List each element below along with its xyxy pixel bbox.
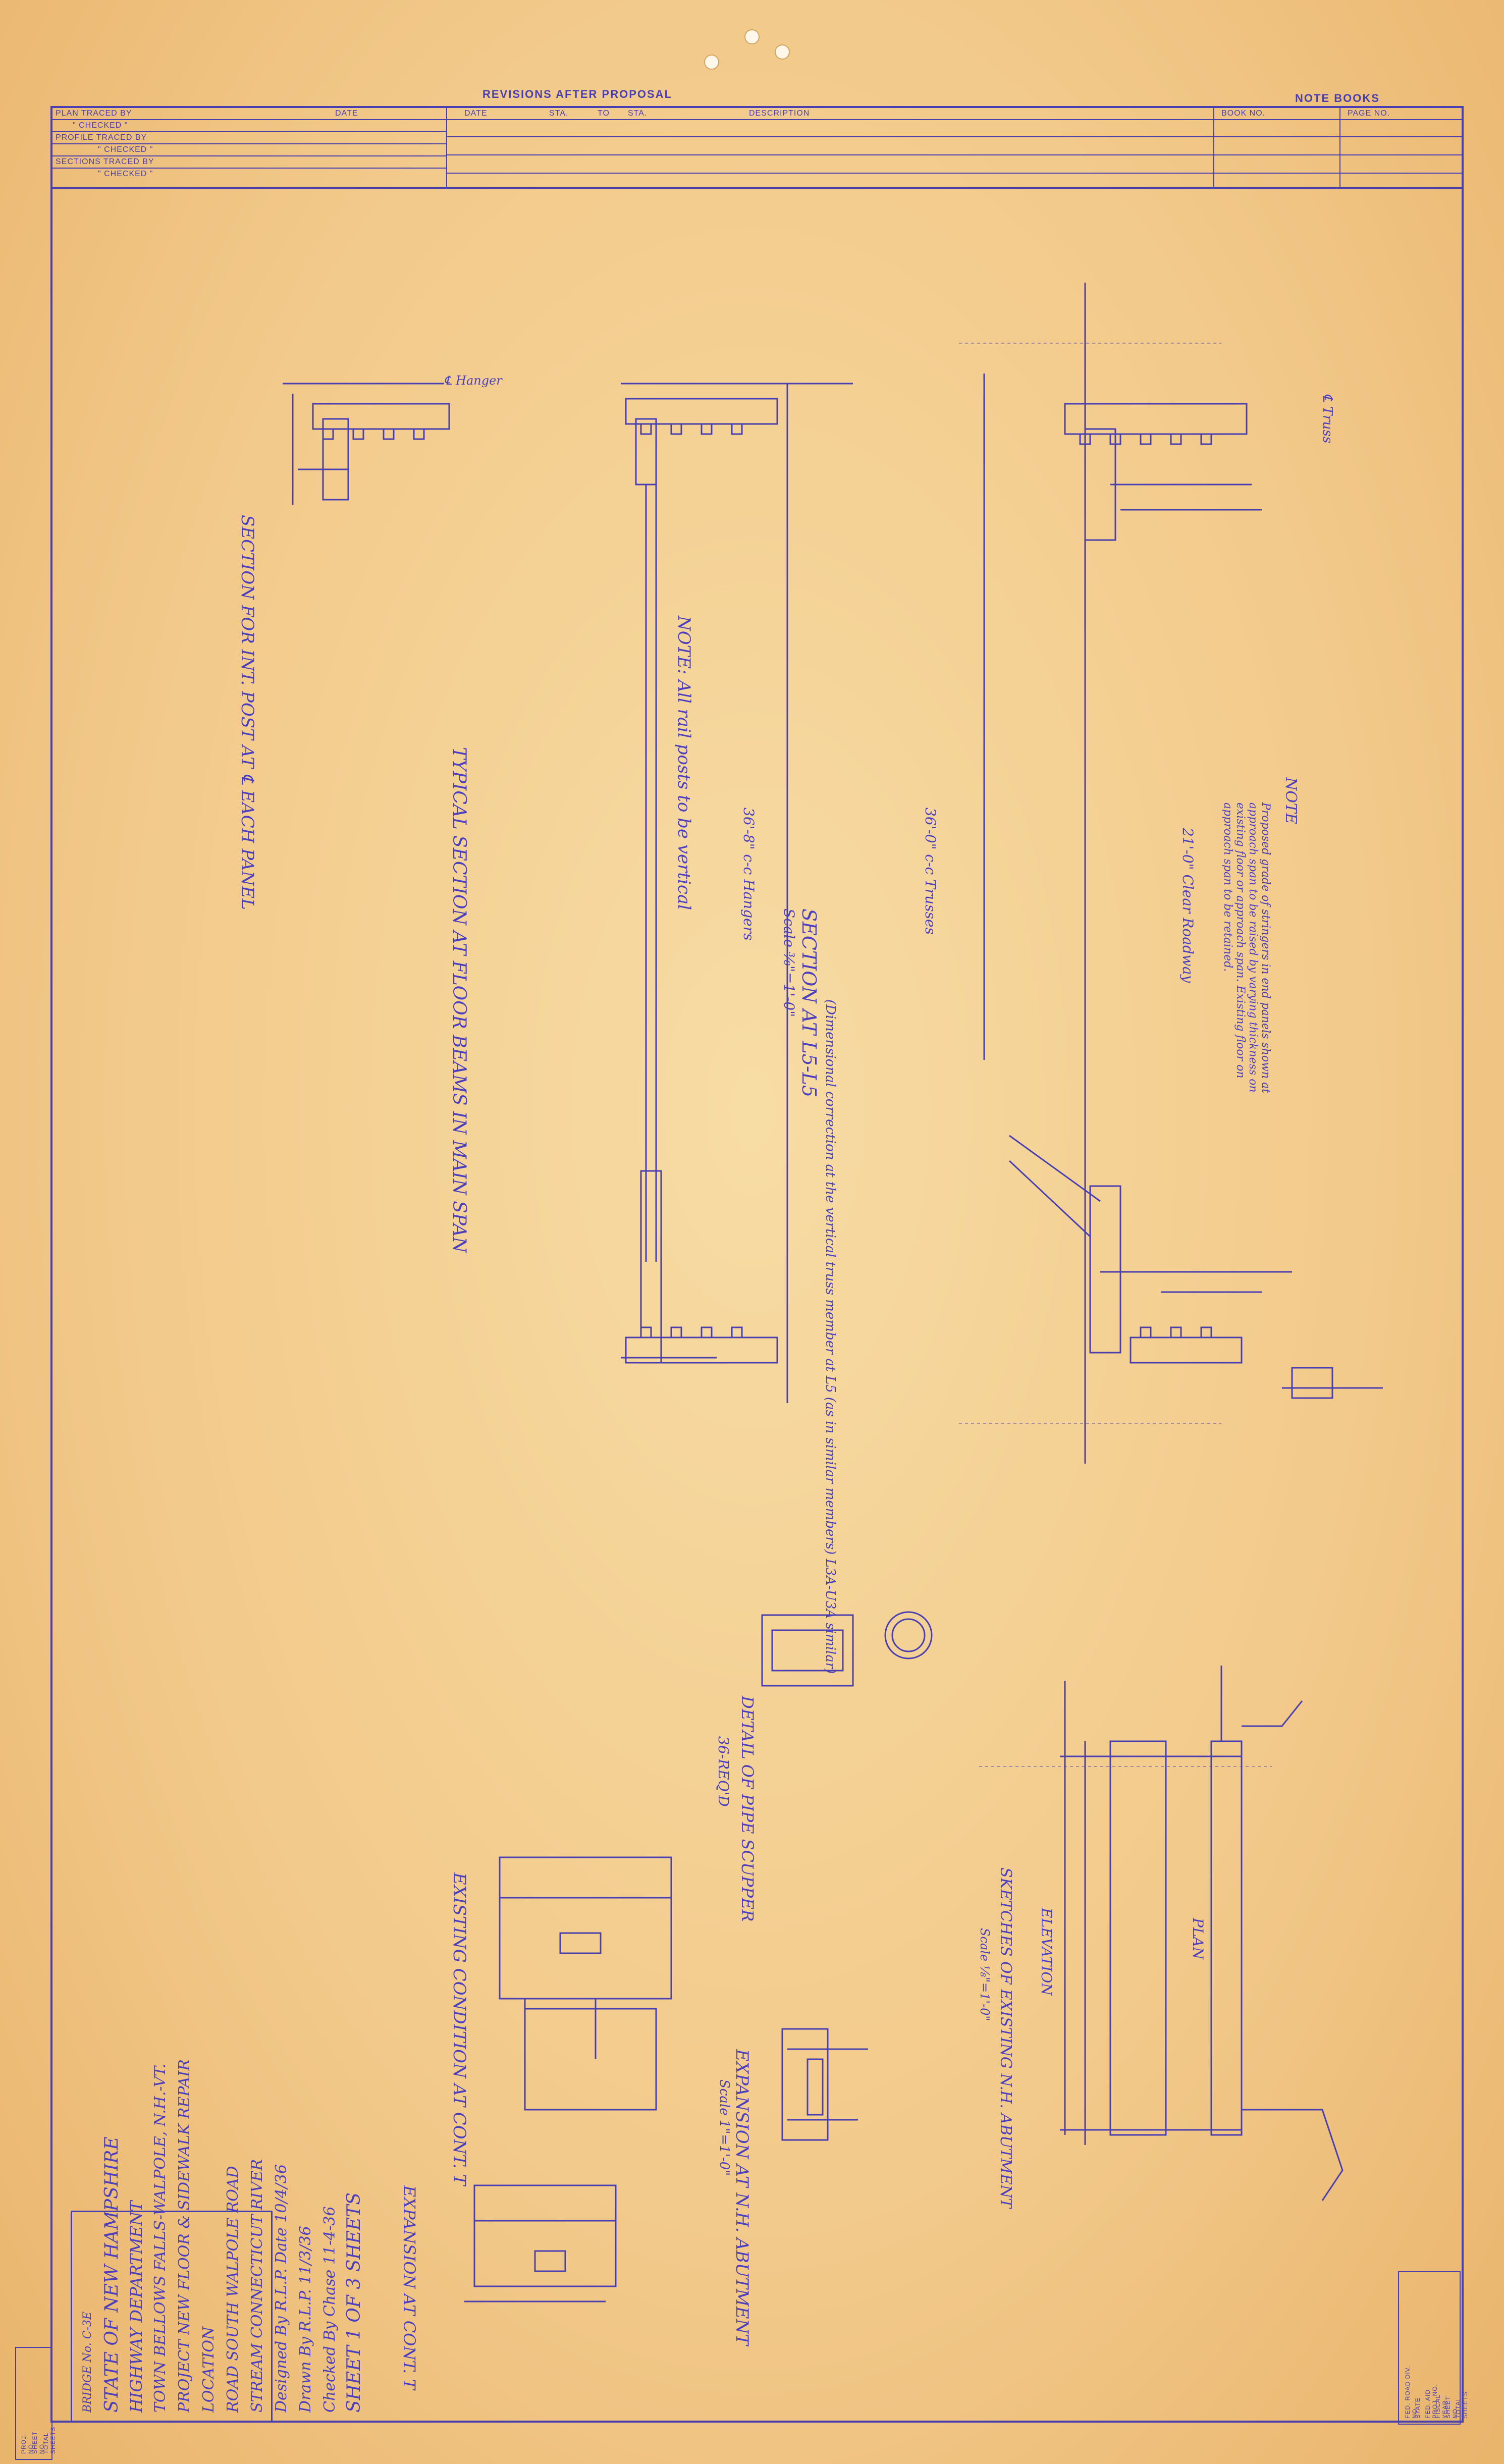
rev-col: STA. — [549, 109, 569, 118]
nb-col: PAGE NO. — [1348, 109, 1390, 118]
date-label: DATE — [335, 109, 358, 118]
label-expansion-nh: EXPANSION AT N.H. ABUTMENT — [732, 2049, 752, 2345]
label-clear-roadway: 21'-0" Clear Roadway — [1179, 828, 1196, 983]
drawing-border — [50, 187, 1464, 2423]
road: ROAD SOUTH WALPOLE ROAD — [224, 2166, 242, 2413]
label-ctr-truss: ℄ Truss — [1320, 394, 1335, 444]
checked: Checked By Chase 11-4-36 — [321, 2206, 339, 2413]
label-section-ls: SECTION AT L5-L5 — [798, 908, 820, 1098]
left-row: SECTIONS TRACED BY — [56, 157, 154, 166]
revisions-title: REVISIONS AFTER PROPOSAL — [482, 88, 673, 100]
title-block — [71, 2211, 273, 2423]
town: TOWN BELLOWS FALLS-WALPOLE, N.H.-VT. — [151, 2063, 169, 2413]
dept-name: HIGHWAY DEPARTMENT — [127, 2201, 146, 2413]
label-ctr-hangers: 36'-8" c-c Hangers — [740, 808, 757, 941]
label-existing-condition: EXISTING CONDITION AT CONT. T — [449, 1872, 469, 2186]
left-row: " CHECKED " — [73, 121, 128, 130]
label-expansion-nh-scale: Scale 1"=1'-0" — [717, 2079, 732, 2176]
rev-col: DATE — [464, 109, 488, 118]
drawn: Drawn By R.L.P. 11/3/36 — [297, 2226, 314, 2413]
label-note-posts: NOTE: All rail posts to be vertical — [674, 616, 694, 910]
rev-col: STA. — [628, 109, 648, 118]
title-block-text: BRIDGE No. C-3E STATE OF NEW HAMPSHIRE H… — [76, 2059, 366, 2413]
label-plan: PLAN — [1190, 1918, 1206, 1960]
label-typical-section: TYPICAL SECTION AT FLOOR BEAMS IN MAIN S… — [449, 747, 469, 1253]
label-note-body: Proposed grade of stringers in end panel… — [1221, 802, 1272, 1094]
left-row: " CHECKED " — [98, 145, 153, 154]
punch-hole — [704, 55, 719, 70]
nb-col: BOOK NO. — [1221, 109, 1266, 118]
designed: Designed By R.L.P. Date 10/4/36 — [273, 2164, 290, 2413]
punch-hole — [744, 29, 760, 44]
left-total-label: TOTAL SHEETS — [42, 2426, 57, 2454]
label-elevation: ELEVATION — [1038, 1908, 1055, 1996]
left-proj-block: PROJ. NO. SHEET NO. TOTAL SHEETS — [15, 2347, 57, 2460]
label-section-post: SECTION FOR INT. POST AT ℄ EACH PANEL — [237, 515, 257, 910]
bridge-no: BRIDGE No. C-3E — [81, 2311, 94, 2413]
state-name: STATE OF NEW HAMPSHIRE — [101, 2136, 122, 2413]
label-sketches-scale: Scale ⅛"=1'-0" — [978, 1928, 992, 2021]
punch-hole — [775, 44, 790, 60]
rev-col: TO — [598, 109, 610, 118]
notebooks-title: NOTE BOOKS — [1295, 92, 1380, 104]
stream: STREAM CONNECTICUT RIVER — [248, 2159, 266, 2413]
label-hanger: ℄ Hanger — [444, 373, 502, 388]
label-ctr-trusses: 36'-0" c-c Trusses — [922, 808, 939, 935]
left-row: " CHECKED " — [98, 170, 153, 178]
project: PROJECT NEW FLOOR & SIDEWALK REPAIR — [176, 2059, 193, 2413]
location: LOCATION — [200, 2326, 218, 2413]
left-row: PLAN TRACED BY — [56, 109, 132, 118]
label-note-title: NOTE — [1282, 777, 1300, 824]
right-label: TOTAL SHEETS — [1455, 2391, 1469, 2419]
label-detail-scupper-sub: 36-REQ'D — [715, 1736, 732, 1807]
rev-col: DESCRIPTION — [749, 109, 810, 118]
right-label: STATE — [1414, 2397, 1421, 2419]
sheet-count: SHEET 1 OF 3 SHEETS — [344, 2192, 364, 2413]
label-expansion-cont: EXPANSION AT CONT. T — [400, 2185, 419, 2390]
label-sketches-abut: SKETCHES OF EXISTING N.H. ABUTMENT — [997, 1867, 1014, 2209]
left-row: PROFILE TRACED BY — [56, 133, 147, 142]
label-detail-scupper: DETAIL OF PIPE SCUPPER — [738, 1696, 757, 1922]
label-section-scale: Scale ⅜"=1'-0" — [781, 908, 797, 1017]
right-proj-block: FED. ROAD DIV. NO. STATE FED. AID PROJ. … — [1398, 2271, 1469, 2425]
label-section-note: (Dimensional correction at the vertical … — [823, 999, 838, 1674]
